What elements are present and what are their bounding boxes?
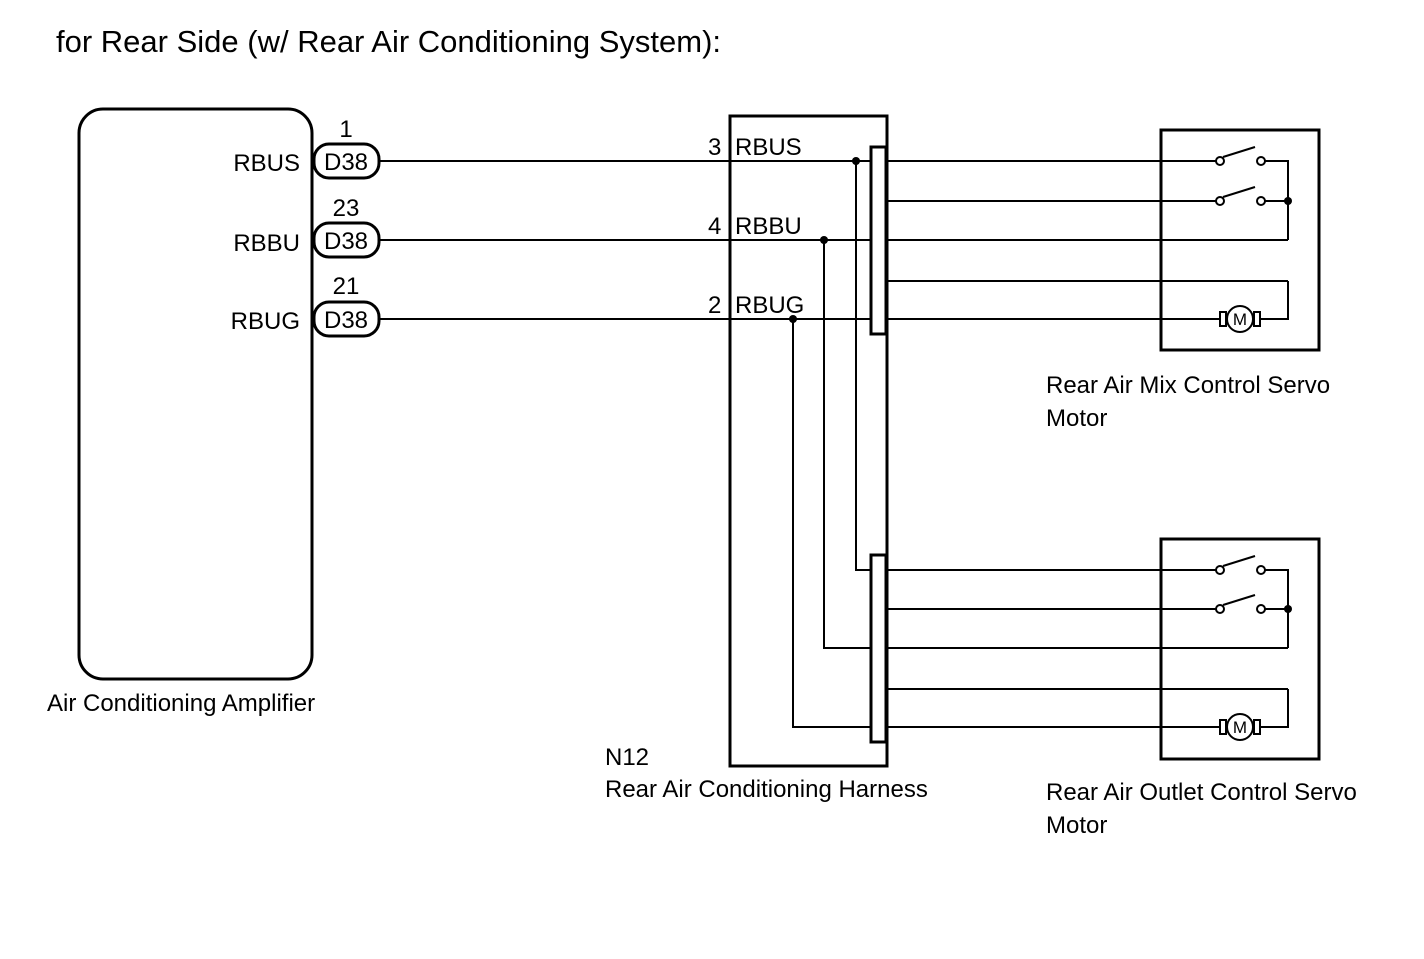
servo-outlet-switch-1-contact-b — [1256, 565, 1266, 575]
branch-wire-rbug — [792, 319, 871, 728]
amp-pin-number-1: 1 — [339, 116, 352, 143]
harness-connector-lower — [869, 553, 888, 744]
servo-mix-switch-1-blade — [1222, 146, 1256, 158]
servo-outlet-name-line2: Motor — [1046, 812, 1107, 839]
servo-outlet-common-wire — [1265, 569, 1289, 648]
harness-pin-number-4: 4 — [708, 213, 721, 240]
servo-outlet-motor-symbol: M — [1233, 718, 1247, 737]
amp-pin-label-rbbu: RBBU — [233, 230, 300, 257]
servo-outlet-motor-brush-left — [1219, 719, 1227, 735]
amp-pin-label-rbug: RBUG — [231, 308, 300, 335]
servo-outlet-motor-icon — [1226, 713, 1254, 741]
servo-mix-motor-brush-left — [1219, 311, 1227, 327]
harness-box — [728, 114, 889, 768]
harness-pin-label-rbus: RBUS — [735, 134, 802, 161]
amplifier-box — [77, 107, 314, 681]
servo-mix-switch-2-contact-b — [1256, 196, 1266, 206]
servo-outlet-switch-1-blade — [1222, 555, 1256, 567]
harness-pin-label-rbbu: RBBU — [735, 213, 802, 240]
amp-pin-label-rbus: RBUS — [233, 150, 300, 177]
servo-outlet-junction-dot — [1284, 605, 1292, 613]
branch-wire-rbus — [855, 161, 871, 571]
servo-mix-switch-1-contact-b — [1256, 156, 1266, 166]
servo-mix-name-line1: Rear Air Mix Control Servo — [1046, 372, 1330, 399]
branch-wire-rbbu — [823, 240, 871, 649]
servo-mix-switch-2-blade — [1222, 186, 1256, 198]
harness-pin-number-3: 3 — [708, 134, 721, 161]
servo-mix-name-line2: Motor — [1046, 405, 1107, 432]
harness-connector-upper — [869, 145, 888, 336]
servo-mix-switch-1-contact-a — [1215, 156, 1225, 166]
servo-outlet-switch-2-contact-b — [1256, 604, 1266, 614]
servo-mix-motor-symbol: M — [1233, 310, 1247, 329]
harness-code: N12 — [605, 744, 649, 771]
servo-outlet-motor-brush-right — [1253, 719, 1261, 735]
servo-outlet-switch-2-blade — [1222, 594, 1256, 606]
servo-mix-motor-return — [1261, 281, 1289, 320]
servo-mix-junction-dot — [1284, 197, 1292, 205]
amp-pin-number-21: 21 — [333, 273, 360, 300]
servo-mix-motor-icon — [1226, 305, 1254, 333]
servo-mix-motor-brush-right — [1253, 311, 1261, 327]
servo-outlet-name-line1: Rear Air Outlet Control Servo — [1046, 779, 1357, 806]
servo-outlet-switch-2-contact-a — [1215, 604, 1225, 614]
harness-pin-number-2: 2 — [708, 292, 721, 319]
servo-mix-switch-2-contact-a — [1215, 196, 1225, 206]
amp-pin-number-23: 23 — [333, 195, 360, 222]
amplifier-name: Air Conditioning Amplifier — [47, 690, 315, 717]
connector-code-rbbu: D38 — [324, 228, 368, 255]
servo-outlet-motor-return — [1261, 689, 1289, 728]
connector-code-rbug: D38 — [324, 307, 368, 334]
harness-pin-label-rbug: RBUG — [735, 292, 804, 319]
servo-mix-common-wire — [1265, 160, 1289, 240]
harness-name: Rear Air Conditioning Harness — [605, 776, 928, 803]
diagram-title: for Rear Side (w/ Rear Air Conditioning … — [56, 24, 721, 59]
connector-code-rbus: D38 — [324, 149, 368, 176]
servo-outlet-switch-1-contact-a — [1215, 565, 1225, 575]
